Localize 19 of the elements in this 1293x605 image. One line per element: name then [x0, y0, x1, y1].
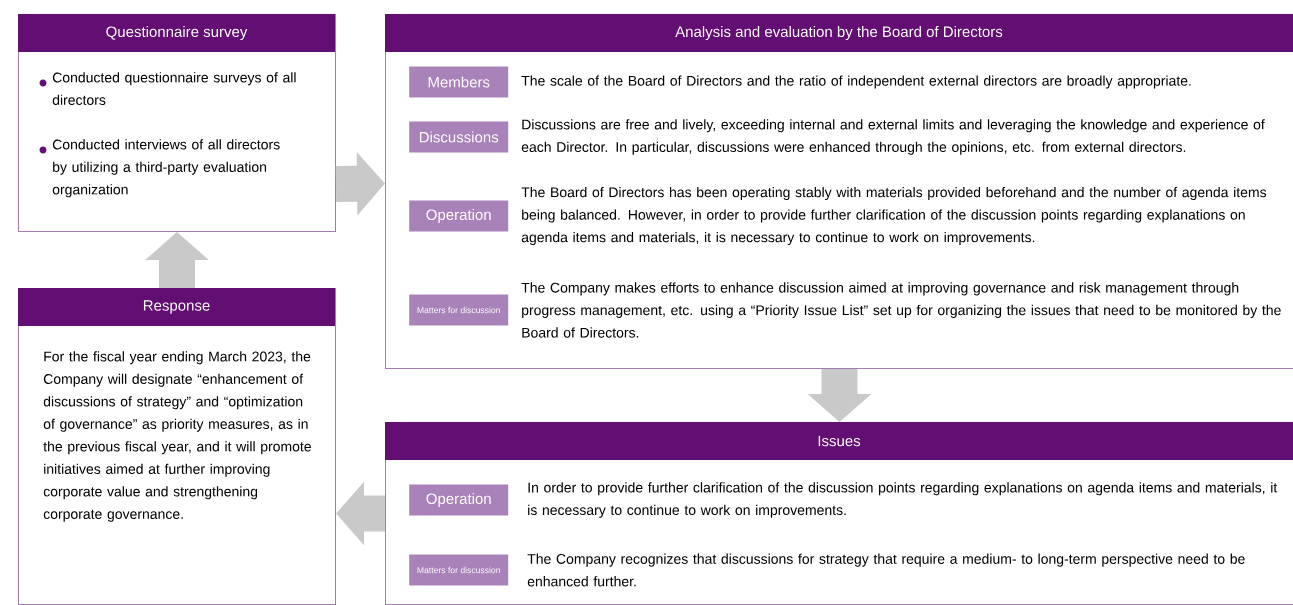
description-text: The Company recognizes that discussions for strategy that require a medium- to long-term perspective need to be enhanced further. [527, 553, 1245, 587]
panel-header: Analysis and evaluation by the Board of Directors [385, 14, 1293, 52]
tag-label: Operation [409, 200, 509, 232]
tag-label: Discussions [409, 121, 509, 153]
description-text: The Board of Directors has been operating stably with materials provided beforehand and the number of agenda items being balanced. However, in order to provide further clarification of the discussion points regarding explanations on agenda items and materials, it is necessary to continue to work on improvements. [521, 187, 1267, 245]
tag-label: Operation [409, 484, 509, 516]
bullet-item: Conducted questionnaire surveys of all directors [39, 72, 296, 105]
panel-header: Issues [385, 422, 1293, 460]
tag-label: Members [409, 66, 509, 98]
description-text: Discussions are free and lively, exceeding internal and external limits and leveraging the knowledge and experience of each Director. In particular, discussions were enhanced through the opinions, etc. from external directors. [521, 119, 1265, 155]
description-text: In order to provide further clarification of the discussion points regarding explanations on agenda items and materials, it is necessary to continue to work on improvements. [528, 482, 1278, 518]
bullet-item: Conducted interviews of all directors by utilizing a third-party evaluation organization [39, 139, 280, 198]
tag-label: Matters for discussion [409, 554, 509, 586]
description-text: The Company makes efforts to enhance discussion aimed at improving governance and risk management through progress management, etc. using a “Priority Issue List” set up for organizing the issues that need to be monitored by the Board of Directors. [521, 282, 1281, 338]
tag-label: Matters for discussion [409, 294, 509, 326]
panel-header: Response [18, 288, 335, 326]
panel-header: Questionnaire survey [18, 14, 335, 52]
body-text: For the fiscal year ending March 2023, the Company will designate “enhancement of discussions of strategy” and “optimization of governance” as priority measures, as in the previous fiscal year, and it will promote initiatives aimed at further improving corporate value and strengthening corporate governance. [43, 351, 311, 522]
description-text: The scale of the Board of Directors and the ratio of independent external directors are broadly appropriate. [521, 75, 1191, 89]
